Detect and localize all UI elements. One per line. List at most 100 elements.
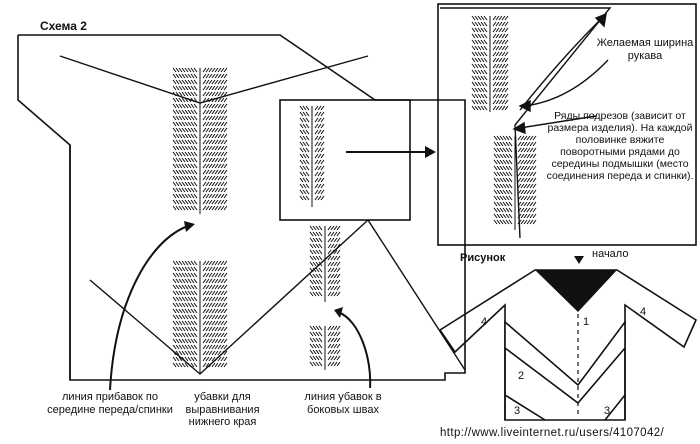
stitch-mark <box>299 111 304 117</box>
stitch-mark <box>223 103 228 109</box>
stitch-mark <box>312 355 317 361</box>
stitch-mark <box>184 272 189 278</box>
stitch-mark <box>309 231 314 237</box>
stitch-mark <box>193 103 198 109</box>
stitch-mark <box>327 343 332 349</box>
stitch-mark <box>320 171 325 177</box>
stitch-mark <box>178 103 183 109</box>
stitch-mark <box>211 356 216 362</box>
stitch-mark <box>220 284 225 290</box>
stitch-mark <box>532 153 537 159</box>
stitch-mark <box>505 201 510 207</box>
stitch-mark <box>499 177 504 183</box>
stitch-mark <box>474 99 479 105</box>
stitch-mark <box>193 362 198 368</box>
stitch-mark <box>193 187 198 193</box>
v-lines <box>59 55 466 375</box>
stitch-mark <box>483 45 488 51</box>
stitch-mark <box>496 135 501 141</box>
stitch-mark <box>333 361 338 367</box>
stitch-mark <box>477 21 482 27</box>
stitch-mark <box>477 57 482 63</box>
stitch-mark <box>172 103 177 109</box>
stitch-mark <box>483 81 488 87</box>
stitch-mark <box>327 355 332 361</box>
stitch-mark <box>474 51 479 57</box>
stitch-mark <box>208 314 213 320</box>
stitch-mark <box>187 344 192 350</box>
stitch-mark <box>190 187 195 193</box>
stitch-mark <box>317 165 322 171</box>
stitch-mark <box>175 145 180 151</box>
stitch-mark <box>205 362 210 368</box>
stitch-mark <box>190 145 195 151</box>
stitch-mark <box>498 93 503 99</box>
stitch-mark <box>305 117 310 123</box>
stitch-mark <box>504 39 509 45</box>
stitch-mark <box>499 189 504 195</box>
stitch-mark <box>529 135 534 141</box>
stitch-mark <box>202 73 207 79</box>
stitch-mark <box>205 169 210 175</box>
stitch-mark <box>320 165 325 171</box>
stitch-mark <box>312 291 317 297</box>
stitch-mark <box>187 157 192 163</box>
stitch-mark <box>517 147 522 153</box>
garment-outline <box>17 34 466 381</box>
stitch-mark <box>178 109 183 115</box>
stitch-mark <box>327 331 332 337</box>
stitch-mark <box>317 123 322 129</box>
stitch-mark <box>223 109 228 115</box>
stitch-mark <box>217 115 222 121</box>
stitch-mark <box>175 266 180 272</box>
stitch-mark <box>477 105 482 111</box>
stitch-mark <box>211 73 216 79</box>
stitch-mark <box>495 57 500 63</box>
stitch-mark <box>223 272 228 278</box>
stitch-mark <box>223 175 228 181</box>
stitch-mark <box>336 267 341 273</box>
stitch-mark <box>523 189 528 195</box>
stitch-mark <box>178 314 183 320</box>
stitch-mark <box>309 279 314 285</box>
stitch-mark <box>315 243 320 249</box>
stitch-mark <box>318 349 323 355</box>
stitch-mark <box>214 260 219 266</box>
stitch-mark <box>496 213 501 219</box>
stitch-mark <box>532 207 537 213</box>
stitch-mark <box>202 85 207 91</box>
stitch-mark <box>333 255 338 261</box>
stitch-mark <box>202 79 207 85</box>
stitch-mark <box>193 314 198 320</box>
stitch-mark <box>187 127 192 133</box>
stitch-mark <box>333 279 338 285</box>
stitch-mark <box>330 249 335 255</box>
stitch-mark <box>314 159 319 165</box>
stitch-mark <box>499 207 504 213</box>
stitch-mark <box>327 237 332 243</box>
stitch-mark <box>190 103 195 109</box>
stitch-mark <box>193 326 198 332</box>
stitch-mark <box>223 97 228 103</box>
stitch-mark <box>333 285 338 291</box>
stitch-mark <box>312 343 317 349</box>
stitch-mark <box>508 135 513 141</box>
stitch-mark <box>327 291 332 297</box>
stitch-mark <box>526 207 531 213</box>
stitch-mark <box>178 356 183 362</box>
stitch-mark <box>320 153 325 159</box>
stitch-mark <box>336 273 341 279</box>
stitch-mark <box>202 133 207 139</box>
stitch-mark <box>214 157 219 163</box>
stitch-mark <box>214 278 219 284</box>
stitch-mark <box>187 272 192 278</box>
stitch-mark <box>193 145 198 151</box>
stitch-mark <box>493 135 498 141</box>
stitch-mark <box>526 141 531 147</box>
stitch-mark <box>214 272 219 278</box>
stitch-mark <box>211 266 216 272</box>
stitch-mark <box>178 296 183 302</box>
stitch-mark <box>220 296 225 302</box>
stitch-mark <box>211 115 216 121</box>
stitch-mark <box>523 213 528 219</box>
